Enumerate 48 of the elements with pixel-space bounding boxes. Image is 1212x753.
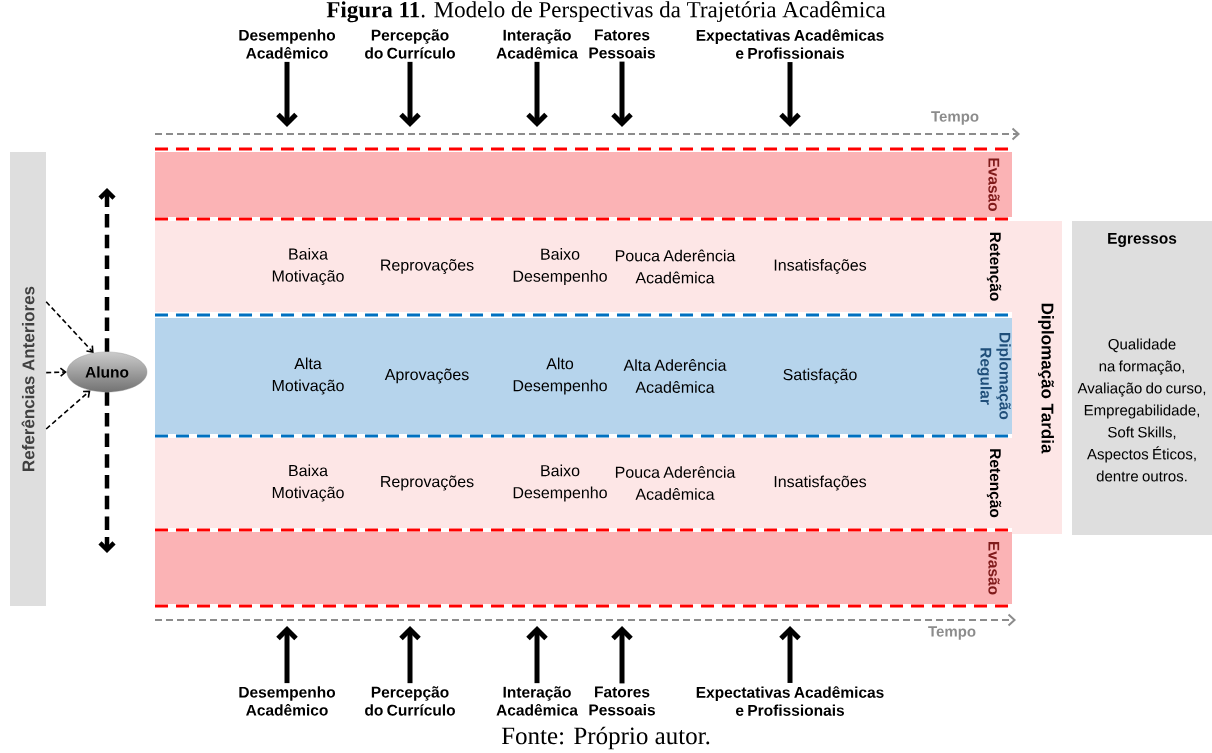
node-label: Baixa Motivação [272,464,344,502]
arrow [276,61,298,127]
arrow [45,390,91,430]
figure-title: Figura 11. Modelo de Perspectivas da Trajetória Acadêmica [326,1,886,23]
arrow [611,626,633,684]
info-panel: Egressos Qualidade na formação, Avaliação do curso, Empregabilidade, Soft Skills, Aspectos Éticos, dentre outros. [1072,221,1212,535]
factor-label: Percepção do Currículo [365,29,455,59]
arrow [98,188,116,352]
node-label: Retenção [986,232,1002,301]
arrow [779,626,801,683]
node-label: Reprovações [381,259,474,274]
factor-label: Interação Acadêmica [496,686,578,716]
source-caption: Fonte: Próprio autor. [501,726,710,750]
factor-label: Fatores Pessoais [589,29,655,59]
side-band: Diplomação Tardia [1012,221,1062,534]
factor-label: Expectativas Acadêmicas e Profissionais [696,686,884,716]
arrow [399,626,421,684]
arrow [399,61,421,127]
factor-label: Fatores Pessoais [589,686,655,716]
factor-label: Interação Acadêmica [496,29,578,59]
node-label: Insatisfações [774,259,867,274]
node-label: Pouca Aderência Acadêmica [615,249,736,284]
factor-label: Expectativas Acadêmicas e Profissionais [696,29,884,59]
dropout-band: Evasão [155,152,1012,217]
axis-label: Tempo [931,111,979,125]
factor-label: Percepção do Currículo [365,686,455,716]
arrow [526,61,548,127]
graduation-band: Alta Motivação Aprovações Alto Desempenho Alta Aderência Acadêmica Satisfação Diplomação Regular [155,318,1012,434]
node-label: Insatisfações [774,475,867,491]
factor-label: Desempenho Acadêmico [239,29,336,59]
arrow [45,367,67,377]
node-label: Diplomação Tardia [1038,303,1054,454]
arrow [611,61,633,127]
node-label: Baixo Desempenho [513,248,607,285]
axis-label: Tempo [928,626,976,640]
factor-label: Desempenho Acadêmico [239,686,336,716]
node-label: Baixo Desempenho [513,464,607,502]
dropout-band: Evasão [155,532,1012,604]
node-label: Pouca Aderência Acadêmica [615,466,736,500]
arrow [779,62,801,127]
side-bar: Referências Anteriores [10,152,46,606]
arrow [276,626,298,684]
arrow [98,392,116,553]
arrow [526,626,548,684]
arrow [45,300,94,353]
node-label: Baixa Motivação [272,248,344,285]
node-label: Retenção [986,449,1002,518]
node-label: Reprovações [381,475,474,491]
